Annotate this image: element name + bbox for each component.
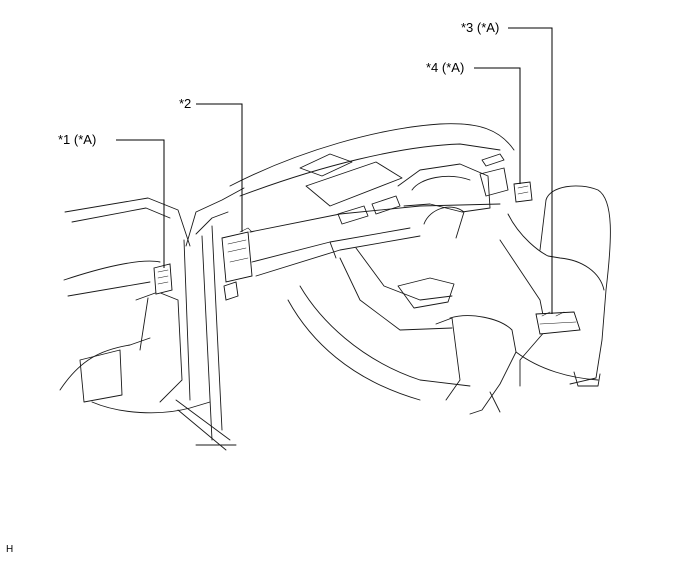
part-3-module-illustration (535, 311, 581, 335)
dashboard-illustration (229, 123, 515, 277)
leader-line-1 (116, 139, 165, 268)
part-4-switch-illustration (513, 181, 533, 203)
front-door-illustration (59, 197, 231, 451)
leader-line-4 (474, 67, 521, 184)
leader-line-3 (508, 27, 553, 314)
callout-1: *1 (*A) (58, 132, 97, 147)
leader-line-2 (196, 103, 243, 232)
callout-3: *3 (*A) (461, 20, 500, 35)
part-2-ecu-illustration (221, 227, 253, 301)
front-seat-illustration (435, 185, 611, 415)
callout-4: *4 (*A) (426, 60, 465, 75)
callout-2: *2 (179, 96, 192, 111)
part-1-switch-illustration (153, 263, 173, 295)
corner-code: H (6, 544, 14, 555)
center-console-illustration (287, 247, 471, 401)
a-pillar-illustration (185, 187, 245, 446)
